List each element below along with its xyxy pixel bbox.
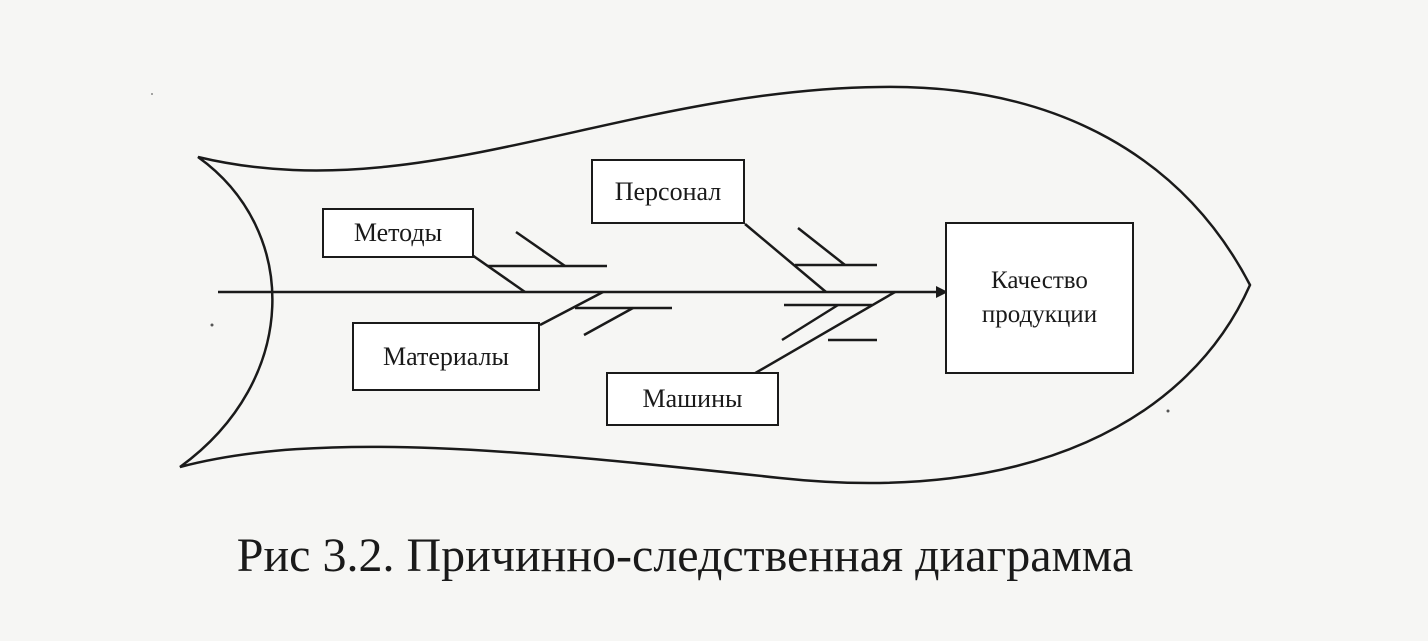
bone-machines-twig: [781, 303, 839, 342]
bone-methods-twig: [515, 230, 566, 268]
bone-personnel: [744, 223, 827, 293]
spine-arrowhead: [936, 286, 948, 298]
cause-box-machines: Машины: [606, 372, 779, 426]
speck: [1166, 409, 1170, 413]
bone-personnel-twig: [797, 227, 846, 266]
cause-box-methods: Методы: [322, 208, 474, 258]
cause-box-personnel: Персонал: [591, 159, 745, 224]
fish-outline: [179, 85, 1252, 485]
bone-materials-twig: [583, 306, 634, 337]
figure-caption: Рис 3.2. Причинно-следственная диаграмма: [236, 529, 1134, 582]
cause-box-materials: Материалы: [352, 322, 540, 391]
bone-materials: [539, 290, 604, 327]
bone-methods: [471, 253, 526, 294]
speck: [210, 323, 214, 327]
speck: [151, 93, 153, 95]
effect-box-quality: Качество продукции: [945, 222, 1134, 374]
